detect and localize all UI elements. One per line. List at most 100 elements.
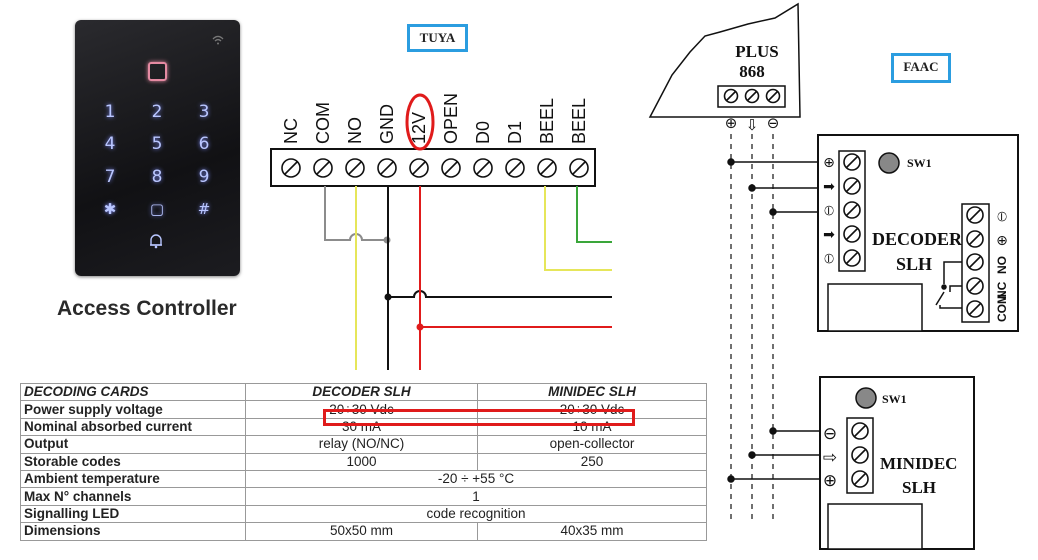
decoder-subtitle: SLH (896, 254, 932, 274)
decoder-slh: ⊕➡⦶➡⦶ SW1 DECODER SLH ⦶ ⊕ NO NC COM (727, 134, 1019, 332)
table-header-row: DECODING CARDS DECODER SLH MINIDEC SLH (20, 382, 707, 402)
minidec-left-symbols: ⊖ ⇨ ⊕ (823, 424, 837, 491)
decoder-relay-box (827, 283, 923, 332)
relay-no-label: NO (995, 256, 1009, 274)
wifi-icon (212, 32, 224, 45)
relay-contact (935, 261, 962, 309)
12v-highlight-circle (405, 93, 435, 151)
terminal-screw (281, 158, 301, 178)
decoder-relay-screw (966, 230, 984, 248)
row-label: Storable codes (20, 452, 246, 471)
minidec-screw (851, 470, 869, 488)
row-decoder-value: relay (NO/NC) (245, 435, 478, 454)
keypad-key: 3 (198, 102, 210, 122)
keypad-key: 9 (198, 167, 210, 187)
minidec-sym-plus: ⊕ (823, 471, 837, 491)
terminal-label: OPEN (441, 93, 461, 144)
decoder-connections (727, 158, 818, 216)
receiver-dashed-lines (730, 134, 774, 520)
decoder-screw (843, 153, 861, 171)
decoder-symbol: ➡ (823, 179, 835, 195)
terminal-screw (409, 158, 429, 178)
device-caption: Access Controller (57, 297, 237, 320)
minidec-subtitle: SLH (902, 478, 936, 497)
decoder-relay-screw (966, 277, 984, 295)
row-decoder-value: 1000 (245, 452, 478, 471)
receiver-title: PLUS (735, 42, 778, 61)
keypad-key: 4 (104, 134, 116, 154)
decoder-sw1-button (878, 152, 900, 174)
terminal-label: BEEL (569, 98, 589, 144)
row-minidec-value: 250 (477, 452, 707, 471)
terminal-label: D1 (505, 121, 525, 144)
decoder-screw (843, 249, 861, 267)
terminal-label: BEEL (537, 98, 557, 144)
terminal-label: COM (313, 102, 333, 144)
terminal-screw (473, 158, 493, 178)
beel-green-wire (576, 186, 612, 243)
minus-polarity: ⊖ (767, 114, 780, 132)
row-shared-value: -20 ÷ +55 °C (245, 469, 707, 489)
minidec-box (827, 503, 923, 550)
relay-nc-label: NC (995, 281, 1009, 299)
row-label: Max N° channels (20, 487, 246, 506)
terminal-screw (313, 158, 333, 178)
keypad-key: 2 (151, 102, 163, 122)
decoder-sw1-label: SW1 (907, 156, 932, 170)
row-decoder-value: 50x50 mm (245, 522, 478, 541)
tuya-label: TUYA (407, 24, 468, 52)
receiver-screw (765, 88, 781, 104)
decoder-symbol: ⦶ (823, 251, 834, 267)
minidec-screw (851, 422, 869, 440)
decoder-relay-labels: NO NC COM (995, 256, 1009, 322)
row-minidec-value: 40x35 mm (477, 522, 707, 541)
signal-polarity: ⇩ (746, 116, 759, 134)
table-header-cell: MINIDEC SLH (477, 382, 707, 402)
decoder-relay-screw (966, 300, 984, 318)
row-label: Power supply voltage (20, 400, 246, 419)
terminal-screw (537, 158, 557, 178)
minidec-screw (851, 446, 869, 464)
keypad-key: 1 (104, 102, 116, 122)
terminal-label: 12V (409, 112, 429, 144)
terminal-label: D0 (473, 121, 493, 144)
voltage-highlight-box (323, 409, 635, 426)
minidec-connections (727, 427, 820, 483)
row-shared-value: code recognition (245, 504, 707, 524)
decoder-screw (843, 201, 861, 219)
decoder-symbol: ⊕ (823, 155, 835, 171)
terminal-screw (441, 158, 461, 178)
row-label: Signalling LED (20, 504, 246, 524)
terminal-screw (345, 158, 365, 178)
minidec-sym-signal: ⇨ (823, 448, 837, 468)
receiver-screw (744, 88, 760, 104)
terminal-label: NO (345, 117, 365, 144)
minidec-sym-minus: ⊖ (823, 424, 837, 444)
table-row: Ambient temperature-20 ÷ +55 °C (20, 469, 707, 489)
keypad-key: 6 (198, 134, 210, 154)
decoder-relay-screw (966, 253, 984, 271)
beel-yellow-wire (544, 186, 612, 271)
row-label: Output (20, 435, 246, 454)
minidec-sw1-button (855, 387, 877, 409)
decoder-symbol: ➡ (823, 227, 835, 243)
keypad-key: 5 (151, 134, 163, 154)
table-header-cell: DECODING CARDS (20, 382, 246, 402)
faac-label: FAAC (891, 53, 951, 83)
minidec-sw1-label: SW1 (882, 392, 907, 406)
dec-right-sym-1: ⊕ (996, 233, 1008, 249)
minidec-slh: SW1 ⊖ ⇨ ⊕ MINIDEC SLH (727, 376, 975, 550)
receiver-polarity: ⊕ ⇩ ⊖ (725, 114, 780, 134)
decoder-title: DECODER (872, 229, 963, 249)
keypad-key: 8 (151, 167, 163, 187)
row-shared-value: 1 (245, 487, 707, 506)
relay-com-label: COM (995, 294, 1009, 322)
